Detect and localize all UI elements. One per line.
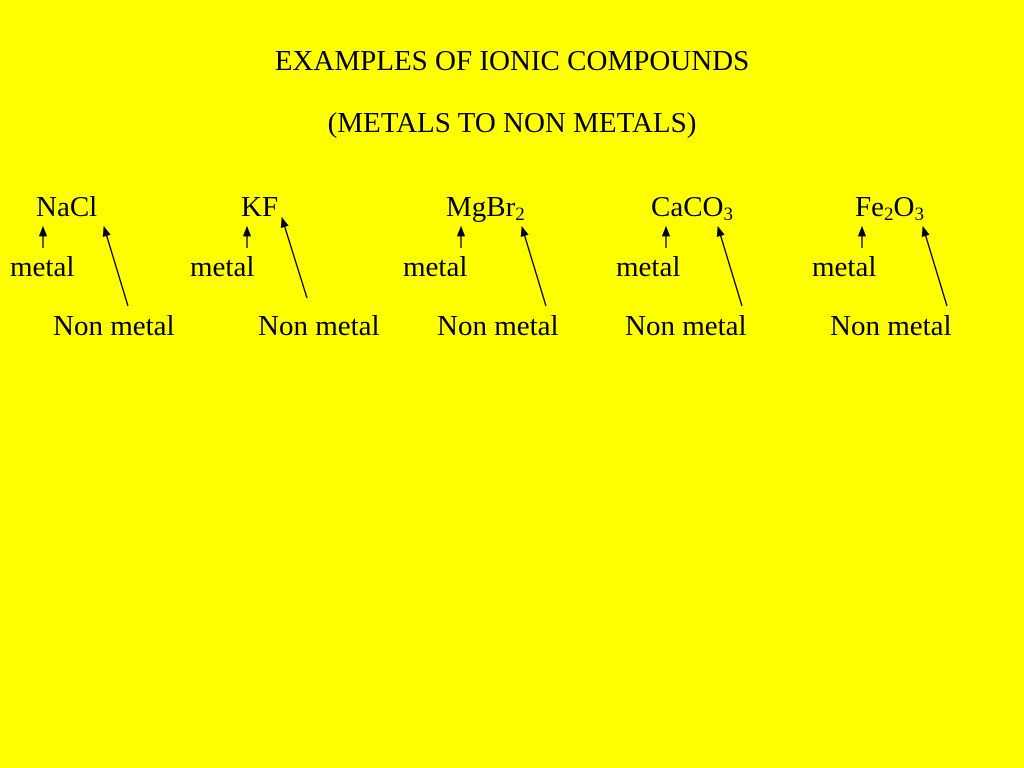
- metal-label: metal: [812, 251, 877, 283]
- formula-symbol: KF: [241, 191, 279, 223]
- formula-caco3: CaCO3: [651, 190, 733, 224]
- nonmetal-arrow: [280, 217, 308, 299]
- formula-kf: KF: [241, 190, 278, 224]
- formula-nacl: NaCl: [36, 190, 97, 224]
- formula-mgbr2: MgBr2: [446, 190, 525, 224]
- nonmetal-label: Non metal: [258, 310, 380, 342]
- nonmetal-arrow: [520, 226, 547, 307]
- nonmetal-arrow: [921, 226, 948, 307]
- nonmetal-arrow: [102, 226, 129, 307]
- slide-subtitle: (METALS TO NON METALS): [327, 107, 697, 139]
- formula-symbol: Fe: [855, 191, 884, 223]
- slide-title: EXAMPLES OF IONIC COMPOUNDS: [274, 45, 750, 77]
- nonmetal-label: Non metal: [625, 310, 747, 342]
- nonmetal-label: Non metal: [830, 310, 952, 342]
- formula-symbol: O: [893, 191, 915, 223]
- formula-fe2o3: Fe2O3: [855, 190, 924, 224]
- formula-subscript: 3: [723, 204, 734, 225]
- nonmetal-arrow: [716, 226, 743, 307]
- nonmetal-label: Non metal: [53, 310, 175, 342]
- formula-symbol: CaCO: [651, 191, 724, 223]
- metal-label: metal: [190, 251, 255, 283]
- formula-subscript: 3: [914, 204, 924, 225]
- metal-label: metal: [403, 251, 468, 283]
- formula-symbol: NaCl: [36, 191, 98, 223]
- formula-symbol: MgBr: [446, 191, 516, 223]
- metal-label: metal: [10, 251, 75, 283]
- formula-subscript: 2: [515, 204, 525, 225]
- nonmetal-label: Non metal: [437, 310, 559, 342]
- metal-label: metal: [616, 251, 681, 283]
- formula-subscript: 2: [884, 204, 894, 225]
